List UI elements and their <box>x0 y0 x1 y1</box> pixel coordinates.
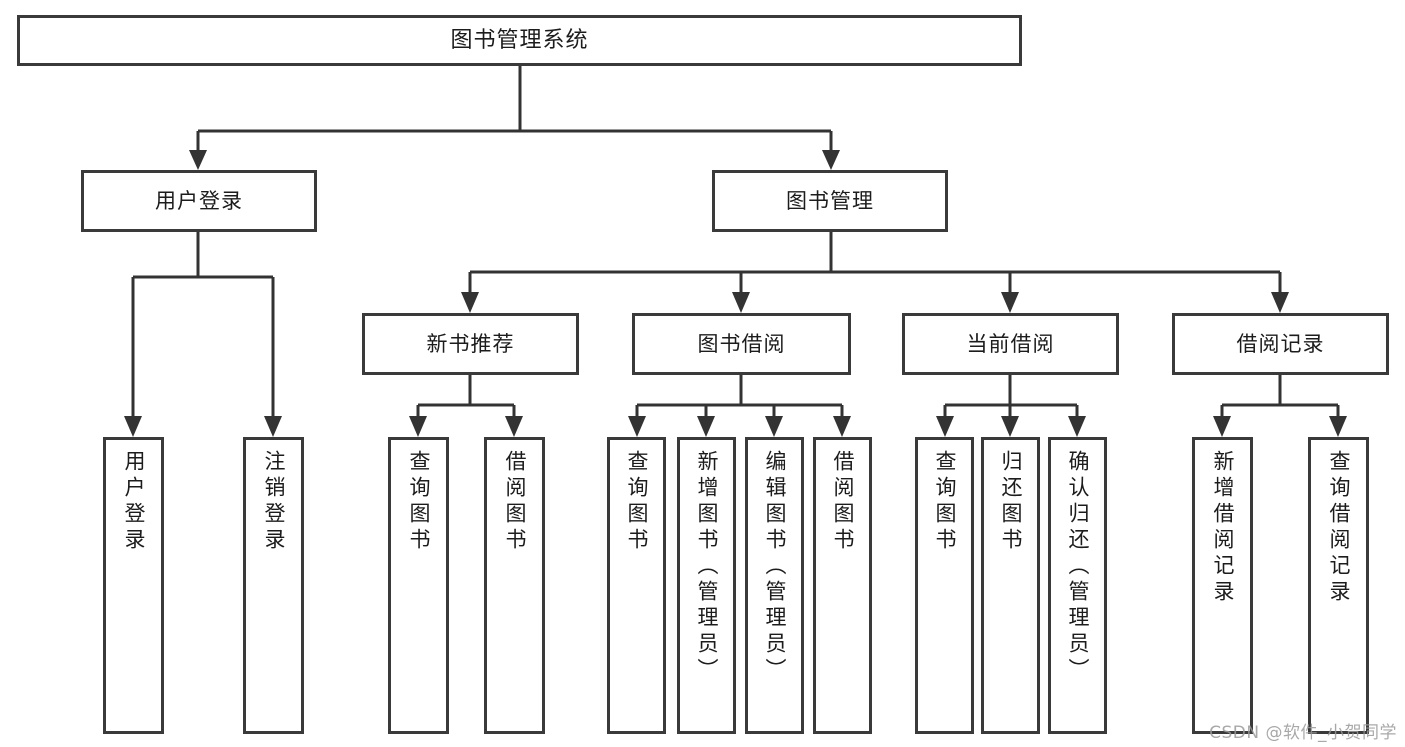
node-new-book-recommend[interactable]: 新书推荐 <box>362 313 579 375</box>
node-label: 图书管理系统 <box>450 27 589 53</box>
leaf-query-borrow-record[interactable]: 查询借阅记录 <box>1308 437 1369 734</box>
node-current-borrow[interactable]: 当前借阅 <box>902 313 1119 375</box>
node-label: 用户登录 <box>155 188 243 213</box>
node-label: 新增借阅记录 <box>1211 450 1235 606</box>
node-label: 查询借阅记录 <box>1327 450 1351 606</box>
node-label: 查询图书 <box>933 450 957 554</box>
arrowhead-br-leaf-2 <box>1329 416 1347 437</box>
leaf-confirm-return-admin[interactable]: 确认归还（管理员） <box>1048 437 1107 734</box>
arrowhead-nb-leaf-2 <box>505 416 523 437</box>
leaf-return-book[interactable]: 归还图书 <box>981 437 1040 734</box>
leaf-query-book-current[interactable]: 查询图书 <box>915 437 974 734</box>
node-label: 查询图书 <box>625 450 649 554</box>
arrowhead-book-borrow <box>732 292 750 313</box>
node-label: 注销登录 <box>262 450 286 554</box>
arrowhead-cb-leaf-1 <box>936 416 954 437</box>
node-book-borrow[interactable]: 图书借阅 <box>632 313 851 375</box>
arrowhead-leaf-user-login <box>124 416 142 437</box>
arrowhead-cb-leaf-2 <box>1001 416 1019 437</box>
leaf-user-login[interactable]: 用户登录 <box>103 437 164 734</box>
arrowhead-cb-leaf-3 <box>1068 416 1086 437</box>
node-label: 图书借阅 <box>697 331 786 356</box>
arrowhead-user-login <box>189 150 207 170</box>
node-label: 新书推荐 <box>426 331 515 356</box>
leaf-edit-book-admin[interactable]: 编辑图书（管理员） <box>745 437 804 734</box>
node-label: 新增图书（管理员） <box>695 450 719 684</box>
arrowhead-bb-leaf-3 <box>765 416 783 437</box>
node-label: 图书管理 <box>786 188 874 213</box>
node-user-login[interactable]: 用户登录 <box>81 170 317 232</box>
leaf-add-borrow-record[interactable]: 新增借阅记录 <box>1192 437 1253 734</box>
arrowhead-new-book-recommend <box>461 292 479 313</box>
node-label: 借阅图书 <box>831 450 855 554</box>
leaf-borrow-book[interactable]: 借阅图书 <box>813 437 872 734</box>
node-label: 当前借阅 <box>966 331 1055 356</box>
arrowhead-br-leaf-1 <box>1213 416 1231 437</box>
arrowhead-leaf-logout <box>264 416 282 437</box>
arrowhead-borrow-record <box>1271 292 1289 313</box>
node-root-library-system[interactable]: 图书管理系统 <box>17 15 1022 66</box>
arrowhead-bb-leaf-1 <box>628 416 646 437</box>
csdn-watermark: CSDN @软件_小贺同学 <box>1209 723 1397 743</box>
node-label: 借阅图书 <box>503 450 527 554</box>
leaf-query-book-recommend[interactable]: 查询图书 <box>388 437 449 734</box>
arrowhead-bb-leaf-4 <box>833 416 851 437</box>
leaf-logout[interactable]: 注销登录 <box>243 437 304 734</box>
arrowhead-current-borrow <box>1001 292 1019 313</box>
arrowhead-nb-leaf-1 <box>409 416 427 437</box>
leaf-borrow-book-recommend[interactable]: 借阅图书 <box>484 437 545 734</box>
node-label: 编辑图书（管理员） <box>763 450 787 684</box>
node-label: 用户登录 <box>122 450 146 554</box>
leaf-query-book-borrow[interactable]: 查询图书 <box>607 437 666 734</box>
arrowhead-book-mgmt <box>822 150 840 170</box>
leaf-add-book-admin[interactable]: 新增图书（管理员） <box>677 437 736 734</box>
node-borrow-record[interactable]: 借阅记录 <box>1172 313 1389 375</box>
node-label: 查询图书 <box>407 450 431 554</box>
node-label: 确认归还（管理员） <box>1066 450 1090 684</box>
arrowhead-bb-leaf-2 <box>697 416 715 437</box>
node-label: 借阅记录 <box>1236 331 1325 356</box>
node-book-management[interactable]: 图书管理 <box>712 170 948 232</box>
node-label: 归还图书 <box>999 450 1023 554</box>
